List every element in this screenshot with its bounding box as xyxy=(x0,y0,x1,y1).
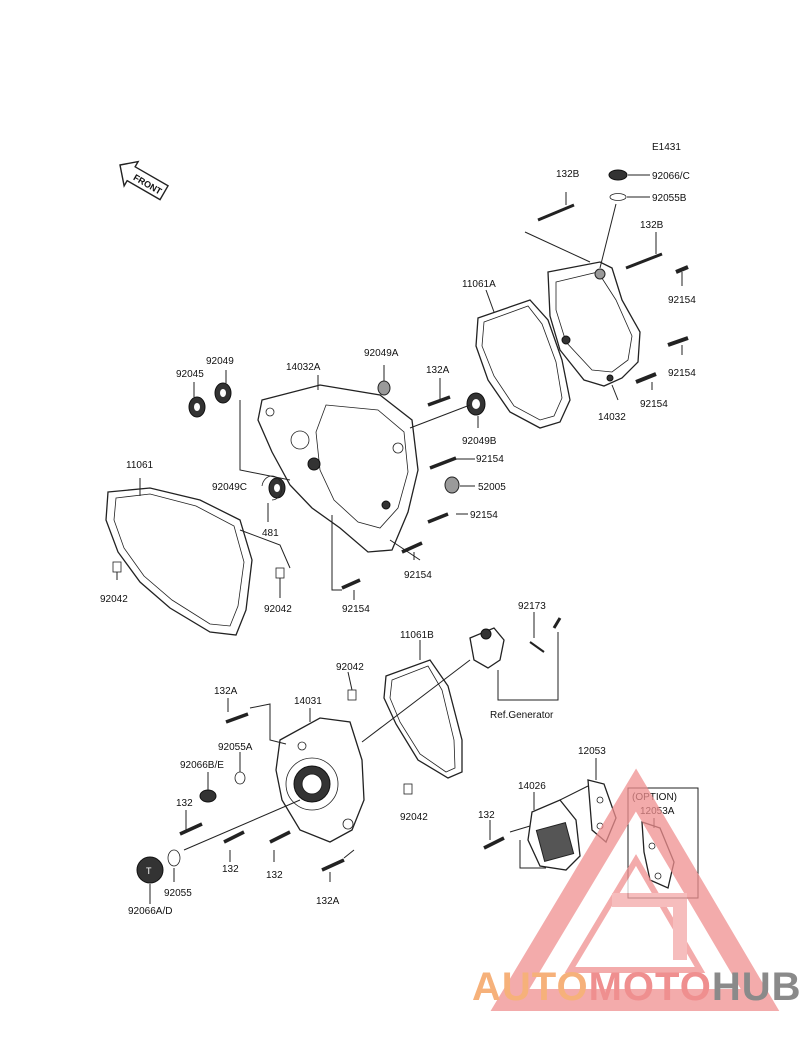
part-label: 92154 xyxy=(404,570,432,581)
part-label: 481 xyxy=(262,528,279,539)
cap-plug-icon xyxy=(136,856,164,884)
part-label: 92055 xyxy=(164,888,192,899)
part-label: 132 xyxy=(222,864,239,875)
svg-text:T: T xyxy=(146,866,152,876)
part-label: 11061B xyxy=(400,630,434,641)
part-label: 92154 xyxy=(668,368,696,379)
part-label: 132B xyxy=(640,220,664,231)
part-label: 14032 xyxy=(598,412,626,423)
part-label: 92055A xyxy=(218,742,253,753)
part-label: 14032A xyxy=(286,362,321,373)
part-label: 92042 xyxy=(400,812,428,823)
sensor-bracket-icon xyxy=(469,617,562,669)
part-label: 92154 xyxy=(342,604,370,615)
part-label: 92049 xyxy=(206,356,234,367)
part-label: 11061A xyxy=(462,279,496,290)
part-label: 92055B xyxy=(652,193,687,204)
oil-plug-icon xyxy=(608,169,628,181)
circlip-icon xyxy=(261,475,283,501)
dowel-pin-icon xyxy=(112,561,122,573)
cover-14031 xyxy=(275,717,365,843)
part-label: 14031 xyxy=(294,696,322,707)
part-label: 92042 xyxy=(336,662,364,673)
part-label: 92154 xyxy=(640,399,668,410)
bolt-icon xyxy=(537,203,689,384)
part-label: 92066/C xyxy=(652,171,690,182)
bolt-icon xyxy=(179,712,505,872)
part-label: 92173 xyxy=(518,601,546,612)
part-label: 12053 xyxy=(578,746,606,757)
dowel-pin-icon xyxy=(403,783,413,795)
dowel-pin-icon xyxy=(347,689,357,701)
part-label: 92045 xyxy=(176,369,204,380)
part-label: 132B xyxy=(556,169,580,180)
part-label: 92049C xyxy=(212,482,247,493)
part-label: 92042 xyxy=(264,604,292,615)
cover-14032 xyxy=(547,261,641,387)
part-label: 92154 xyxy=(668,295,696,306)
part-label: 92066A/D xyxy=(128,906,172,917)
guard-14026 xyxy=(527,799,581,871)
gasket-11061a xyxy=(475,299,571,429)
part-label: 92049A xyxy=(364,348,399,359)
front-arrow-icon: FRONT xyxy=(119,160,169,201)
part-label: 132A xyxy=(214,686,238,697)
diagram-code: E1431 xyxy=(652,142,681,153)
part-label: 92154 xyxy=(470,510,498,521)
watermark-part-hub: HUB xyxy=(712,965,800,1009)
part-labels: 92066/C 92055B 132B 132B 11061A 92154 92… xyxy=(100,169,696,917)
watermark-logo xyxy=(490,768,780,1011)
part-label: 132 xyxy=(176,798,193,809)
watermark-text: AUTOMOTOHUB xyxy=(472,965,800,1009)
part-label: Ref.Generator xyxy=(490,710,554,721)
dowel-pin-icon xyxy=(275,567,285,579)
part-label: 92049B xyxy=(462,436,497,447)
o-ring-icon xyxy=(234,771,246,785)
part-label: 132 xyxy=(266,870,283,881)
part-label: 132 xyxy=(478,810,495,821)
part-label: (OPTION) xyxy=(632,792,677,803)
part-label: 14026 xyxy=(518,781,546,792)
gasket-11061b xyxy=(383,659,463,779)
part-label: 92066B/E xyxy=(180,760,224,771)
cover-14032a xyxy=(257,384,419,553)
o-ring-icon xyxy=(167,849,181,867)
o-ring-icon xyxy=(609,193,627,201)
part-label: 11061 xyxy=(126,460,154,471)
part-label: 92154 xyxy=(476,454,504,465)
part-label: 92042 xyxy=(100,594,128,605)
cap-plug-icon xyxy=(199,789,217,803)
bearing-icon xyxy=(188,380,486,499)
part-label: 132A xyxy=(426,365,450,376)
watermark-part-auto: AUTO xyxy=(472,965,589,1009)
part-label: 52005 xyxy=(478,482,506,493)
gasket-11061 xyxy=(105,487,253,636)
watermark-part-moto: MOTO xyxy=(589,965,712,1009)
part-label: 132A xyxy=(316,896,340,907)
